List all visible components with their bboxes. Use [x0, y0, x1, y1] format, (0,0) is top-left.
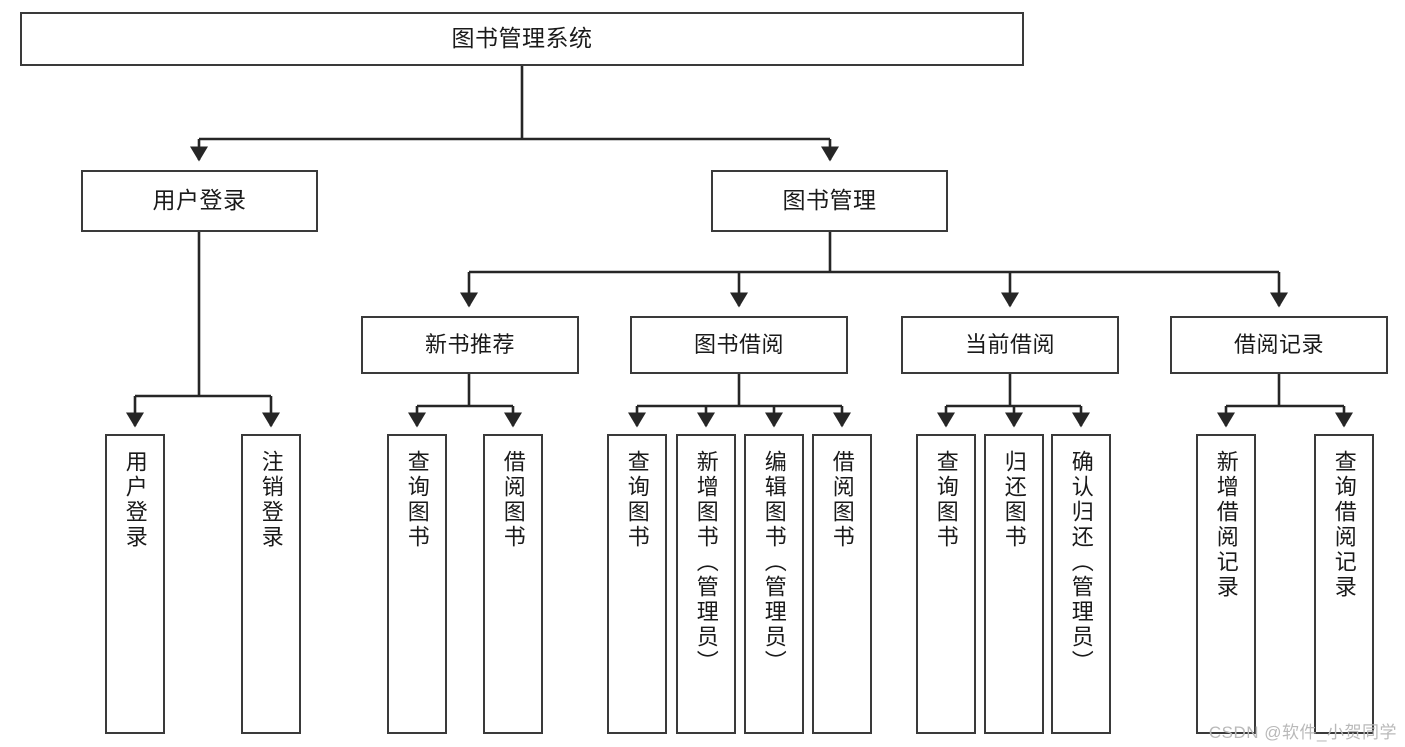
leaf-record-add-record[interactable]: 新增借阅记录 — [1196, 434, 1256, 734]
leaf-current-return-book[interactable]: 归还图书 — [984, 434, 1044, 734]
node-label: 借阅记录 — [1233, 331, 1324, 357]
node-label: 查询图书 — [933, 450, 959, 550]
node-label: 归还图书 — [1001, 450, 1027, 550]
node-label: 查询借阅记录 — [1331, 450, 1357, 600]
node-label: 图书管理 — [782, 187, 877, 214]
node-label: 用户登录 — [122, 450, 148, 550]
node-label: 注销登录 — [258, 450, 284, 550]
leaf-borrow-borrow-book[interactable]: 借阅图书 — [812, 434, 872, 734]
node-new-book-recommend[interactable]: 新书推荐 — [361, 316, 579, 374]
node-current-borrow[interactable]: 当前借阅 — [901, 316, 1119, 374]
node-book-management[interactable]: 图书管理 — [711, 170, 948, 232]
node-root-system[interactable]: 图书管理系统 — [20, 12, 1024, 66]
node-label: 新增图书（管理员） — [693, 450, 719, 675]
node-label: 图书借阅 — [693, 331, 784, 357]
watermark: CSDN @软件_小贺同学 — [1208, 723, 1397, 742]
node-label: 当前借阅 — [964, 331, 1055, 357]
leaf-recommend-borrow-book[interactable]: 借阅图书 — [483, 434, 543, 734]
leaf-recommend-query-book[interactable]: 查询图书 — [387, 434, 447, 734]
leaf-current-confirm-return[interactable]: 确认归还（管理员） — [1051, 434, 1111, 734]
leaf-user-login-logout[interactable]: 注销登录 — [241, 434, 301, 734]
node-label: 用户登录 — [152, 187, 247, 214]
node-borrow-record[interactable]: 借阅记录 — [1170, 316, 1388, 374]
node-label: 图书管理系统 — [451, 25, 593, 52]
node-label: 新书推荐 — [424, 331, 515, 357]
leaf-borrow-edit-book[interactable]: 编辑图书（管理员） — [744, 434, 804, 734]
node-user-login[interactable]: 用户登录 — [81, 170, 318, 232]
node-label: 借阅图书 — [500, 450, 526, 550]
node-label: 查询图书 — [404, 450, 430, 550]
leaf-user-login-login[interactable]: 用户登录 — [105, 434, 165, 734]
leaf-current-query-book[interactable]: 查询图书 — [916, 434, 976, 734]
leaf-borrow-query-book[interactable]: 查询图书 — [607, 434, 667, 734]
node-label: 确认归还（管理员） — [1068, 450, 1094, 675]
leaf-record-query-record[interactable]: 查询借阅记录 — [1314, 434, 1374, 734]
node-label: 查询图书 — [624, 450, 650, 550]
node-label: 借阅图书 — [829, 450, 855, 550]
node-label: 新增借阅记录 — [1213, 450, 1239, 600]
leaf-borrow-add-book[interactable]: 新增图书（管理员） — [676, 434, 736, 734]
node-label: 编辑图书（管理员） — [761, 450, 787, 675]
node-book-borrow[interactable]: 图书借阅 — [630, 316, 848, 374]
